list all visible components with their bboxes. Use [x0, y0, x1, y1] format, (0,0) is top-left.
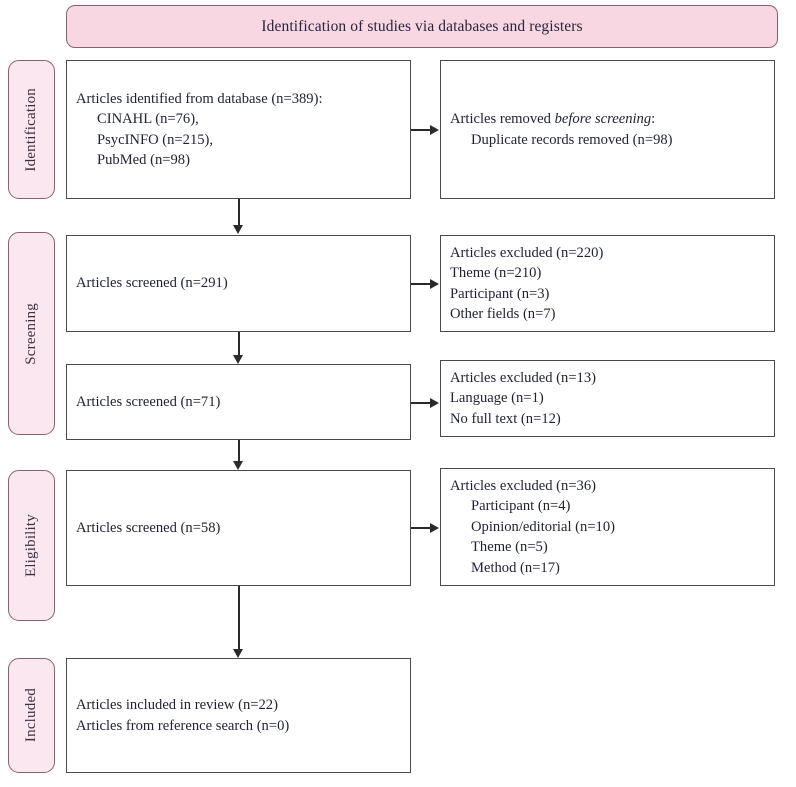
- excluded-36-line-3: Theme (n=5): [471, 539, 548, 556]
- stage-label-identification: Identification: [23, 87, 39, 172]
- arrow-right-screened58-to-excluded36: [430, 522, 439, 533]
- stage-tab-eligibility: Eligibility: [8, 470, 55, 621]
- identified-records-line-2: PsycINFO (n=215),: [97, 131, 214, 148]
- stage-label-screening: Screening: [23, 302, 39, 365]
- records-removed-line-1: Duplicate records removed (n=98): [471, 131, 673, 148]
- excluded-36-line-1: Participant (n=4): [471, 498, 571, 515]
- connector-line-screened71-to-excluded13: [411, 402, 431, 404]
- identified-records-line-3: PubMed (n=98): [97, 152, 190, 168]
- excluded-220-line-3: Other fields (n=7): [450, 306, 556, 322]
- records-removed-box: Articles removed before screening: Dupli…: [440, 60, 775, 199]
- screened-58-box: Articles screened (n=58): [66, 470, 411, 586]
- connector-line-screened291-to-screened71: [238, 332, 240, 356]
- arrow-down-identified-to-screened291: [233, 225, 243, 234]
- screened-71-line-0: Articles screened (n=71): [76, 393, 221, 410]
- connector-line-screened71-to-screened58: [238, 440, 240, 462]
- records-removed-line-0: Articles removed before screening:: [450, 109, 765, 130]
- diagram-banner-title: Identification of studies via databases …: [66, 5, 778, 48]
- excluded-36-line-0: Articles excluded (n=36): [450, 477, 597, 494]
- stage-tab-included: Included: [8, 658, 55, 773]
- arrow-right-identified-to-removed: [430, 124, 439, 135]
- excluded-220-box: Articles excluded (n=220) Theme (n=210) …: [440, 235, 775, 332]
- excluded-36-line-4: Method (n=17): [471, 559, 560, 576]
- included-line-1: Articles from reference search (n=0): [76, 717, 290, 734]
- records-removed-line-0-suffix: :: [651, 111, 656, 127]
- records-removed-line-0-italic: before screening: [554, 111, 652, 127]
- banner-title-text: Identification of studies via databases …: [261, 17, 583, 35]
- excluded-13-line-0: Articles excluded (n=13): [450, 369, 597, 386]
- included-box: Articles included in review (n=22) Artic…: [66, 658, 411, 773]
- stage-label-included: Included: [23, 688, 39, 743]
- excluded-220-line-2: Participant (n=3): [450, 285, 550, 302]
- connector-line-identified-to-removed: [411, 129, 431, 131]
- identified-records-line-0: Articles identified from database (n=389…: [76, 90, 323, 107]
- identified-records-box: Articles identified from database (n=389…: [66, 60, 411, 199]
- excluded-220-line-0: Articles excluded (n=220): [450, 244, 604, 261]
- connector-line-identified-to-screened291: [238, 199, 240, 226]
- arrow-down-screened71-to-screened58: [233, 461, 243, 470]
- excluded-36-box: Articles excluded (n=36) Participant (n=…: [440, 468, 775, 586]
- excluded-13-line-1: Language (n=1): [450, 390, 544, 407]
- stage-label-eligibility: Eligibility: [23, 513, 39, 578]
- screened-58-line-0: Articles screened (n=58): [76, 519, 221, 536]
- excluded-13-line-2: No full text (n=12): [450, 410, 561, 427]
- connector-line-screened58-to-included: [238, 586, 240, 650]
- identified-records-line-1: CINAHL (n=76),: [97, 111, 199, 127]
- screened-291-box: Articles screened (n=291): [66, 235, 411, 332]
- excluded-220-line-1: Theme (n=210): [450, 265, 542, 281]
- excluded-13-box: Articles excluded (n=13) Language (n=1) …: [440, 360, 775, 437]
- records-removed-line-0-prefix: Articles removed: [450, 111, 555, 127]
- connector-line-screened291-to-excluded220: [411, 283, 431, 285]
- connector-line-screened58-to-excluded36: [411, 527, 431, 529]
- arrow-right-screened291-to-excluded220: [430, 278, 439, 289]
- stage-tab-identification: Identification: [8, 60, 55, 199]
- arrow-down-screened58-to-included: [233, 649, 243, 658]
- stage-tab-screening: Screening: [8, 232, 55, 435]
- screened-291-line-0: Articles screened (n=291): [76, 275, 228, 292]
- arrow-right-screened71-to-excluded13: [430, 397, 439, 408]
- included-line-0: Articles included in review (n=22): [76, 697, 278, 713]
- screened-71-box: Articles screened (n=71): [66, 364, 411, 440]
- excluded-36-line-2: Opinion/editorial (n=10): [471, 518, 616, 535]
- arrow-down-screened291-to-screened71: [233, 355, 243, 364]
